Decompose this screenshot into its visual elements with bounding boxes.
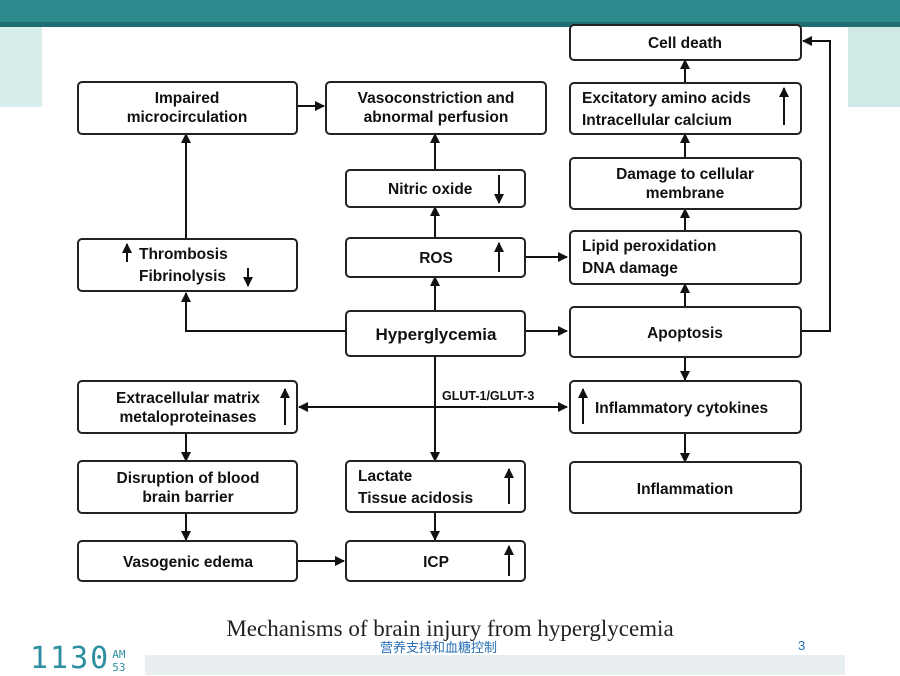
node-label-line-1: Thrombosis	[139, 246, 228, 263]
node-ecm: Extracellular matrix metaloproteinases	[77, 380, 298, 434]
node-thrombosis: Thrombosis Fibrinolysis	[77, 238, 298, 292]
node-label-line-2: abnormal perfusion	[364, 109, 509, 126]
node-box	[569, 24, 802, 61]
node-box	[77, 81, 298, 135]
node-vasogenic: Vasogenic edema	[77, 540, 298, 582]
node-label: Cell death	[648, 35, 722, 52]
node-box	[77, 540, 298, 582]
node-box	[345, 169, 526, 208]
node-label: Vasogenic edema	[123, 554, 253, 571]
node-label-line-1: Lactate	[358, 468, 413, 485]
node-label-line-1: Damage to cellular	[616, 166, 754, 183]
node-box	[569, 82, 802, 135]
clock-widget: 1130 AM 53	[30, 638, 126, 676]
node-label-line-1: Disruption of blood	[117, 470, 260, 487]
node-nitric-oxide: Nitric oxide	[345, 169, 526, 208]
node-label-line-2: membrane	[646, 185, 725, 202]
node-icp: ICP	[345, 540, 526, 582]
node-box	[77, 460, 298, 514]
node-label: ICP	[423, 554, 449, 571]
node-box	[345, 460, 526, 513]
node-cell-death: Cell death	[569, 24, 802, 61]
node-box	[345, 540, 526, 582]
node-label-line-2: DNA damage	[582, 260, 678, 277]
header-bar-shadow	[0, 22, 900, 27]
node-box	[77, 238, 298, 292]
node-damage-membrane: Damage to cellular membrane	[569, 157, 802, 210]
edge-apoptosis-to-celldeath	[801, 36, 831, 332]
clock-seconds: 53	[112, 661, 126, 674]
node-label-line-2: Tissue acidosis	[358, 490, 473, 507]
node-label: ROS	[419, 250, 453, 267]
node-label: Hyperglycemia	[376, 325, 497, 344]
clock-ampm: AM	[112, 648, 126, 661]
node-box	[77, 380, 298, 434]
footer-strip	[145, 655, 845, 675]
node-box	[345, 310, 526, 357]
edge-hyperglycemia-to-thrombosis	[181, 292, 346, 332]
node-label: Nitric oxide	[388, 181, 473, 198]
node-box	[569, 230, 802, 285]
page-number: 3	[798, 638, 806, 653]
figure-caption: Mechanisms of brain injury from hypergly…	[226, 616, 674, 641]
node-box	[345, 237, 526, 278]
node-label: Inflammatory cytokines	[595, 400, 768, 417]
node-apoptosis: Apoptosis	[569, 306, 802, 358]
glut-edge-label: GLUT-1/GLUT-3	[442, 389, 534, 403]
footer-title: 营养支持和血糖控制	[380, 640, 498, 655]
node-impaired-microcirculation: Impaired microcirculation	[77, 81, 298, 135]
node-box	[569, 157, 802, 210]
node-label-line-2: brain barrier	[142, 489, 233, 506]
node-disruption: Disruption of blood brain barrier	[77, 460, 298, 514]
node-label-line-2: microcirculation	[127, 109, 248, 126]
clock-time: 1130	[30, 641, 111, 676]
node-label-line-2: metaloproteinases	[120, 409, 257, 426]
node-label-line-2: Fibrinolysis	[139, 268, 226, 285]
node-label-line-2: Intracellular calcium	[582, 112, 732, 129]
node-box	[569, 306, 802, 358]
node-hyperglycemia: Hyperglycemia	[345, 310, 526, 357]
right-decoration	[848, 27, 900, 107]
node-ros: ROS	[345, 237, 526, 278]
node-inflammatory: Inflammatory cytokines	[569, 380, 802, 434]
node-label: Apoptosis	[647, 325, 723, 342]
edges	[181, 36, 831, 566]
node-box	[569, 380, 802, 434]
node-label-line-1: Excitatory amino acids	[582, 90, 751, 107]
node-box	[569, 461, 802, 514]
node-label-line-1: Impaired	[155, 90, 220, 107]
left-decoration	[0, 27, 42, 107]
node-lipid: Lipid peroxidation DNA damage	[569, 230, 802, 285]
node-label: Inflammation	[637, 481, 733, 498]
node-inflammation: Inflammation	[569, 461, 802, 514]
node-label-line-1: Vasoconstriction and	[358, 90, 515, 107]
node-excitatory: Excitatory amino acids Intracellular cal…	[569, 82, 802, 135]
node-box	[325, 81, 547, 135]
node-label-line-1: Lipid peroxidation	[582, 238, 716, 255]
node-lactate: Lactate Tissue acidosis	[345, 460, 526, 513]
node-label-line-1: Extracellular matrix	[116, 390, 260, 407]
node-vasoconstriction: Vasoconstriction and abnormal perfusion	[325, 81, 547, 135]
clock-side: AM 53	[112, 648, 125, 674]
brain-injury-diagram: GLUT-1/GLUT-3 Cell death Impaired microc…	[77, 24, 831, 582]
